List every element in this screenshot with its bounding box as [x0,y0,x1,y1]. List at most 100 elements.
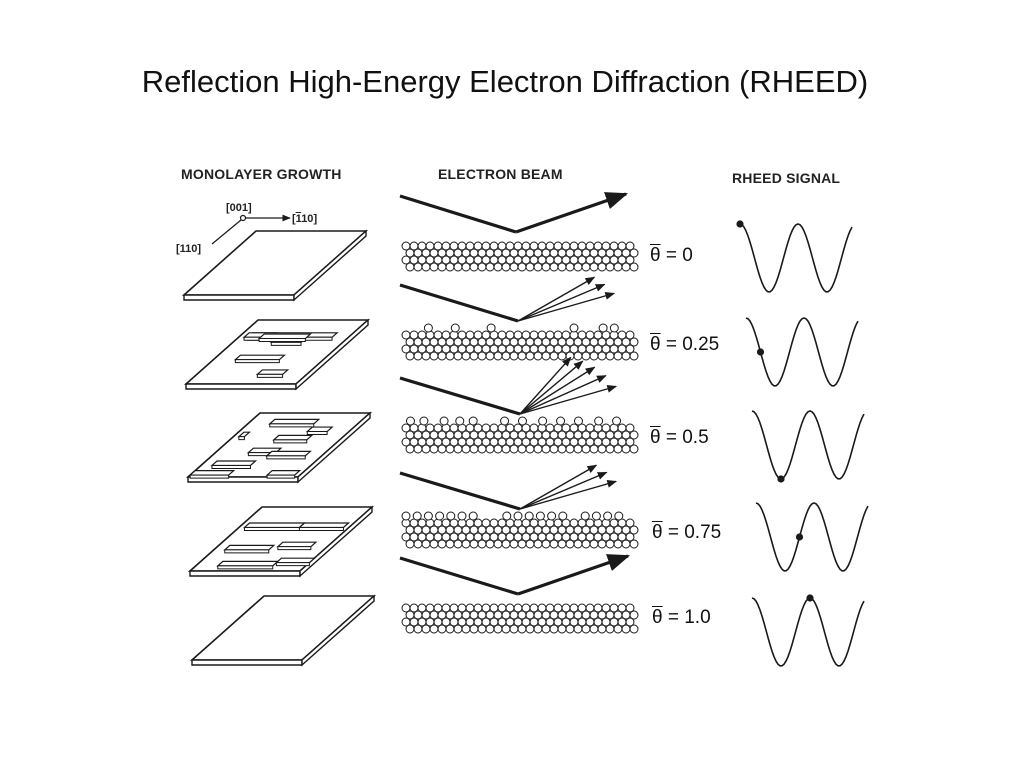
island-step-edge [266,474,296,479]
theta-symbol: θ [650,334,661,355]
adatom [405,416,415,426]
substrate-edge-front [191,659,303,666]
lattice-atom [445,351,455,361]
lattice-atom [629,444,639,454]
lattice-atom [437,351,447,361]
lattice-atom [493,444,503,454]
lattice-atom [573,262,583,272]
lattice-atom [605,351,615,361]
lattice-atom [557,624,567,634]
lattice-atom [541,539,551,549]
lattice-atom [501,262,511,272]
lattice-atom [605,262,615,272]
monolayer-island [265,470,302,476]
monolayer-island [216,560,280,567]
lattice-atom [597,262,607,272]
adatom [580,511,590,521]
lattice-atom [437,539,447,549]
lattice-atom [405,351,415,361]
rheed-oscillation-curve [755,502,869,572]
adatom [500,416,510,426]
coverage-value: = 0.5 [660,427,709,448]
lattice-atom [405,262,415,272]
reflected-beam [515,192,629,234]
lattice-atom [573,539,583,549]
lattice-atom [421,539,431,549]
monolayer-island [305,426,334,433]
lattice-atom [413,262,423,272]
lattice-atom [629,624,639,634]
lattice-atom [421,624,431,634]
adatom [446,511,456,521]
lattice-atom [549,262,559,272]
adatom [450,323,460,333]
diffracted-beam [519,375,607,415]
adatom [455,416,465,426]
lattice-atom [565,262,575,272]
lattice-atom [477,624,487,634]
lattice-atom [629,337,639,347]
lattice-atom [525,444,535,454]
substrate-edge-side [299,505,373,578]
lattice-atom [461,444,471,454]
signal-marker-dot [756,348,765,356]
lattice-atom [453,624,463,634]
adatom [535,511,545,521]
lattice-atom [541,444,551,454]
lattice-atom [437,262,447,272]
lattice-atom [549,624,559,634]
lattice-atom [517,351,527,361]
island-step-edge [217,565,274,570]
stage-3 [187,464,869,578]
lattice-atom [469,539,479,549]
column-heading-monolayer-growth: MONOLAYER GROWTH [181,166,342,182]
monolayer-island [265,450,312,457]
diffracted-beam [519,471,608,510]
lattice-atom [565,624,575,634]
coverage-label-0: θ = 0 [650,245,693,267]
adatom [486,323,496,333]
adatom [468,416,478,426]
lattice-atom [533,351,543,361]
monolayer-island [242,522,307,529]
axis-line-110 [211,219,242,245]
lattice-atom [429,444,439,454]
island-step-edge [273,439,308,444]
lattice-atom [525,539,535,549]
monolayer-island [255,369,290,375]
lattice-atom [629,525,639,535]
lattice-atom [493,624,503,634]
diffracted-beam [519,385,618,415]
adatom [517,416,527,426]
substrate-edge-side [297,411,371,484]
substrate-edge-side [295,318,369,391]
lattice-atom [445,262,455,272]
lattice-atom [625,532,635,542]
lattice-atom [525,351,535,361]
lattice-atom [445,444,455,454]
lattice-atom [413,624,423,634]
island-step-edge [211,464,251,469]
lattice-atom [501,351,511,361]
lattice-atom [525,624,535,634]
slide-title: Reflection High-Energy Electron Diffract… [141,64,869,99]
lattice-atom [625,423,635,433]
diffracted-beam [519,366,596,415]
substrate-plate [189,595,377,661]
stage-2 [185,356,865,484]
lattice-atom [509,351,519,361]
lattice-atom [581,262,591,272]
axis-label-110: [110] [176,243,202,255]
monolayer-island [268,418,321,425]
substrate-edge-front [185,383,297,390]
island-step-edge [269,423,315,428]
lattice-atom [461,262,471,272]
monolayer-island [276,541,318,548]
lattice-atom [493,262,503,272]
lattice-atom [421,262,431,272]
lattice-atom [621,351,631,361]
lattice-atom [485,444,495,454]
lattice-atom [573,444,583,454]
diffracted-beam [519,356,572,415]
